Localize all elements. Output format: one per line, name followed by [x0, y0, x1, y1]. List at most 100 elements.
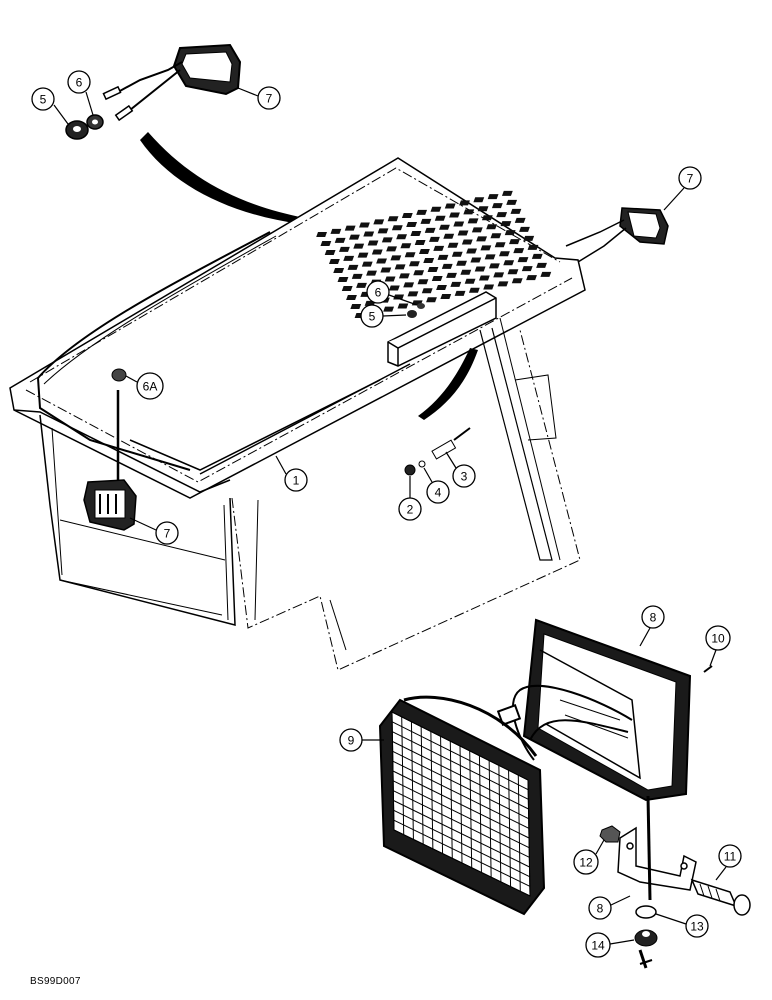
- callout-label: 4: [435, 486, 442, 500]
- callout-7-top: 7: [237, 86, 281, 110]
- callout-leader: [610, 895, 631, 906]
- nut-5-mid: [407, 310, 417, 318]
- callout-4: 4: [423, 467, 450, 504]
- callout-10: 10: [705, 625, 731, 667]
- callout-14: 14: [585, 932, 635, 958]
- callout-balloon: [284, 468, 308, 492]
- canopy-roof: [9, 157, 586, 671]
- screw-10: [703, 665, 713, 673]
- callout-balloon: [360, 304, 384, 328]
- callout-balloon: [136, 372, 164, 400]
- callout-label: 11: [724, 850, 737, 864]
- mount-bracket: [617, 795, 697, 901]
- mounting-arrow-top: [140, 132, 305, 224]
- callout-balloon: [685, 914, 709, 938]
- callout-leader: [53, 104, 69, 125]
- callout-balloon: [398, 497, 422, 521]
- bolt-11: [690, 878, 751, 916]
- callout-label: 9: [348, 734, 355, 748]
- callout-leader: [129, 517, 157, 531]
- nut-6a: [111, 368, 127, 382]
- callout-5-top: 5: [31, 87, 69, 125]
- callout-leader: [595, 839, 605, 855]
- callout-label: 1: [293, 474, 300, 488]
- callout-label: 10: [711, 632, 725, 646]
- callout-9: 9: [339, 728, 384, 752]
- callout-balloon: [678, 166, 702, 190]
- callout-13: 13: [655, 913, 709, 938]
- callout-2: 2: [398, 476, 422, 521]
- callout-leader: [655, 913, 687, 925]
- callout-7-left: 7: [129, 517, 179, 545]
- callout-leader: [125, 375, 138, 383]
- callout-label: 3: [461, 470, 468, 484]
- callout-leader: [609, 939, 635, 945]
- callout-label: 6: [375, 286, 382, 300]
- callout-label: 6A: [143, 380, 158, 394]
- callout-leader: [663, 187, 685, 211]
- washer-6-mid: [417, 303, 425, 309]
- callout-label: 7: [266, 92, 273, 106]
- right-lamp: [565, 207, 669, 263]
- callout-7-right: 7: [663, 166, 702, 211]
- callout-6a: 6A: [125, 372, 164, 400]
- callout-leader: [275, 455, 287, 475]
- callout-balloon: [339, 728, 363, 752]
- figure-id: BS99D007: [30, 976, 81, 987]
- callout-label: 2: [407, 503, 414, 517]
- callout-6-mid: 6: [366, 280, 418, 306]
- callout-6-top: 6: [67, 70, 94, 116]
- work-light-lens: [378, 695, 546, 916]
- callout-leader: [237, 87, 259, 97]
- callout-balloon: [641, 605, 665, 629]
- callout-label: 7: [687, 172, 694, 186]
- callout-balloon: [585, 932, 611, 958]
- callout-12: 12: [573, 839, 605, 875]
- callout-label: 8: [650, 611, 657, 625]
- callout-leader: [382, 314, 407, 317]
- callout-balloon: [718, 844, 742, 868]
- callout-1: 1: [275, 455, 308, 492]
- callout-label: 8: [597, 902, 604, 916]
- callout-label: 14: [591, 939, 605, 953]
- harness-cover: [387, 291, 497, 367]
- callout-balloon: [573, 849, 599, 875]
- callout-leader: [709, 649, 717, 667]
- callout-balloon: [257, 86, 281, 110]
- callout-leader: [715, 866, 727, 881]
- callout-balloon: [31, 87, 55, 111]
- callout-3: 3: [445, 451, 476, 488]
- washer-13: [635, 905, 657, 919]
- callout-balloon: [426, 480, 450, 504]
- nut-14: [634, 929, 658, 969]
- callout-balloon: [705, 625, 731, 651]
- connector-parts: [404, 427, 471, 476]
- callout-balloon: [588, 896, 612, 920]
- callout-label: 12: [579, 856, 593, 870]
- roof-vent-grid: [316, 190, 552, 318]
- left-lamp: [83, 390, 137, 531]
- callout-label: 13: [690, 920, 704, 934]
- callout-balloon: [366, 280, 390, 304]
- callout-8-bot: 8: [588, 895, 631, 920]
- callout-leader: [388, 294, 418, 306]
- callout-balloon: [67, 70, 91, 94]
- callout-11: 11: [715, 844, 742, 881]
- callout-balloon: [452, 464, 476, 488]
- nut-12: [599, 825, 621, 843]
- callout-5-mid: 5: [360, 304, 407, 328]
- callout-leader: [639, 627, 651, 647]
- nut-5-top: [65, 120, 89, 140]
- washer-6-top: [86, 114, 104, 130]
- callout-8-top: 8: [639, 605, 665, 647]
- callout-leader: [85, 91, 94, 116]
- callout-leader: [445, 451, 457, 469]
- callout-label: 5: [369, 310, 376, 324]
- top-left-lamp: [102, 43, 242, 122]
- callout-label: 5: [40, 93, 47, 107]
- callout-label: 7: [164, 527, 171, 541]
- callout-balloon: [155, 521, 179, 545]
- mounting-arrow-mid: [418, 348, 478, 420]
